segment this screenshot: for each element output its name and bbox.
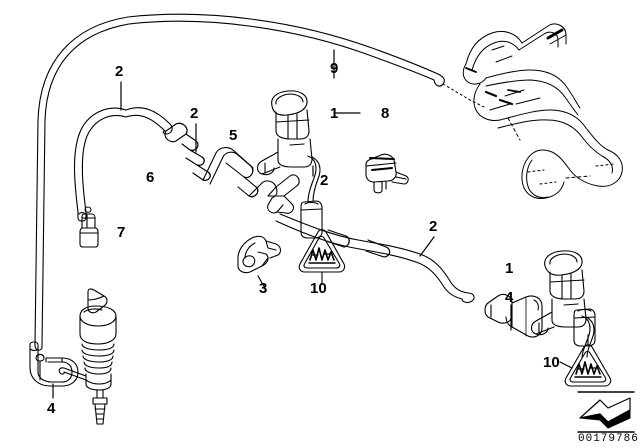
callout-6-hose: 6 [146, 169, 155, 186]
callout-5-tee-connector: 5 [229, 127, 238, 144]
hose-2-right [275, 213, 475, 304]
callout-8-wiper-linkage: 8 [381, 105, 390, 122]
elbow-connector-4-right [484, 293, 543, 338]
warning-triangle-right [564, 334, 612, 387]
callout-1-right-nozzle: 1 [505, 260, 514, 277]
callout-2-mid-hose: 2 [190, 105, 199, 122]
callout-10-warning-symbol-right: 10 [543, 354, 560, 371]
callout-9-long-hose: 9 [330, 60, 339, 77]
warning-triangle-center [298, 229, 346, 284]
diagram-id-label: 00179786 [578, 433, 639, 445]
long-hose-9 [34, 13, 445, 362]
tee-connector-5 [248, 174, 300, 214]
leader-lines [52, 49, 573, 399]
callout-4-right-elbow: 4 [505, 289, 514, 306]
relay-bracket [365, 153, 409, 194]
callout-7-check-valve: 7 [117, 224, 126, 241]
callout-3-clip: 3 [259, 280, 268, 297]
washer-pump [58, 288, 117, 425]
elbow-connector-4-left [29, 341, 79, 387]
callout-10-warning-symbol: 10 [310, 280, 327, 297]
callout-4-left-elbow: 4 [47, 400, 56, 417]
bmw-arrow-logo [577, 391, 635, 433]
wiper-linkage-8 [442, 23, 623, 199]
hose-6 [73, 107, 173, 222]
callout-2-right-hose: 2 [429, 218, 438, 235]
retaining-clip-3 [237, 235, 281, 274]
check-valve-7 [79, 206, 99, 248]
callout-2-nozzle-heater: 2 [320, 172, 329, 189]
washer-nozzle-1-left [256, 90, 323, 239]
callout-2-left-hose: 2 [115, 63, 124, 80]
hose-2-right-segment [325, 229, 391, 258]
callout-1-left-nozzle: 1 [330, 105, 339, 122]
